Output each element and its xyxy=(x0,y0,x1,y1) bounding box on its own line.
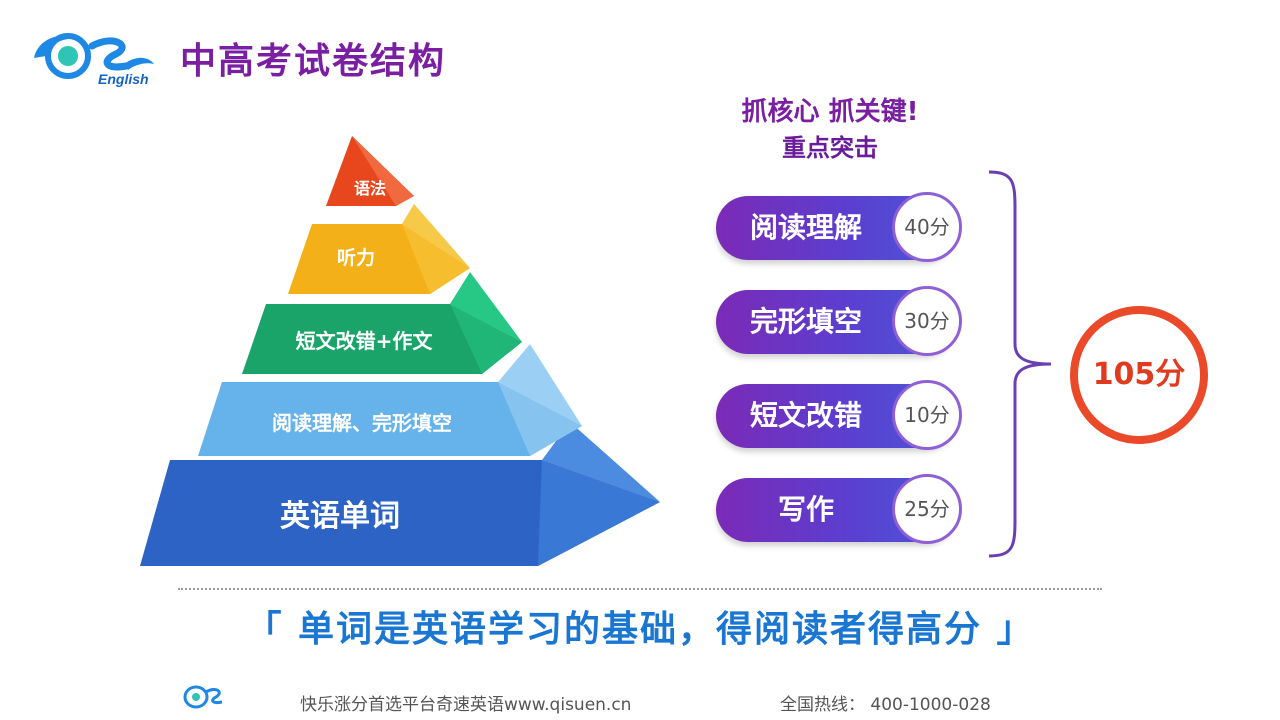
brace-bracket xyxy=(988,170,1052,558)
section-label: 阅读理解 xyxy=(749,211,862,244)
pyramid-label-grammar: 语法 xyxy=(354,179,386,198)
section-pill-error-correction: 短文改错 10分 xyxy=(716,380,962,450)
pyramid-level-writing: 短文改错+作文 xyxy=(242,272,522,374)
section-score: 30分 xyxy=(892,286,962,356)
page-title: 中高考试卷结构 xyxy=(180,41,447,82)
pyramid-label-writing: 短文改错+作文 xyxy=(296,329,434,353)
pyramid-level-listening: 听力 xyxy=(288,204,470,294)
section-score: 40分 xyxy=(892,192,962,262)
slogan-line2: 重点突击 xyxy=(782,134,878,162)
pyramid-level-grammar: 语法 xyxy=(326,136,414,206)
pyramid-label-reading: 阅读理解、完形填空 xyxy=(272,411,452,435)
total-score-circle: 105分 xyxy=(1070,306,1208,444)
section-pill-writing: 写作 25分 xyxy=(716,474,962,544)
section-label: 短文改错 xyxy=(749,399,862,432)
divider xyxy=(178,588,1102,590)
quote-banner: 「 单词是英语学习的基础，得阅读者得高分 」 xyxy=(245,609,1035,650)
footer-hotline: 全国热线： 400-1000-028 xyxy=(780,695,991,715)
section-label: 完形填空 xyxy=(749,305,862,338)
section-pill-reading: 阅读理解 40分 xyxy=(716,192,962,262)
slogan-line1: 抓核心 抓关键! xyxy=(741,97,919,127)
section-score: 25分 xyxy=(892,474,962,544)
section-label: 写作 xyxy=(777,493,834,526)
pyramid-label-listening: 听力 xyxy=(337,246,375,269)
section-pill-cloze: 完形填空 30分 xyxy=(716,286,962,356)
qs-english-logo: English xyxy=(28,24,158,92)
pyramid-level-vocabulary: 英语单词 xyxy=(140,422,660,566)
section-score: 10分 xyxy=(892,380,962,450)
pyramid-level-reading: 阅读理解、完形填空 xyxy=(198,344,582,456)
pyramid-label-vocabulary: 英语单词 xyxy=(280,499,400,534)
footer-logo-icon xyxy=(182,684,226,710)
footer-website: 快乐涨分首选平台奇速英语www.qisuen.cn xyxy=(300,695,632,715)
svg-text:English: English xyxy=(98,71,149,87)
pyramid-diagram: 英语单词 阅读理解、完形填空 短文改错+作文 听力 语法 xyxy=(140,136,660,566)
slogan: 抓核心 抓关键! 重点突击 xyxy=(700,94,960,166)
